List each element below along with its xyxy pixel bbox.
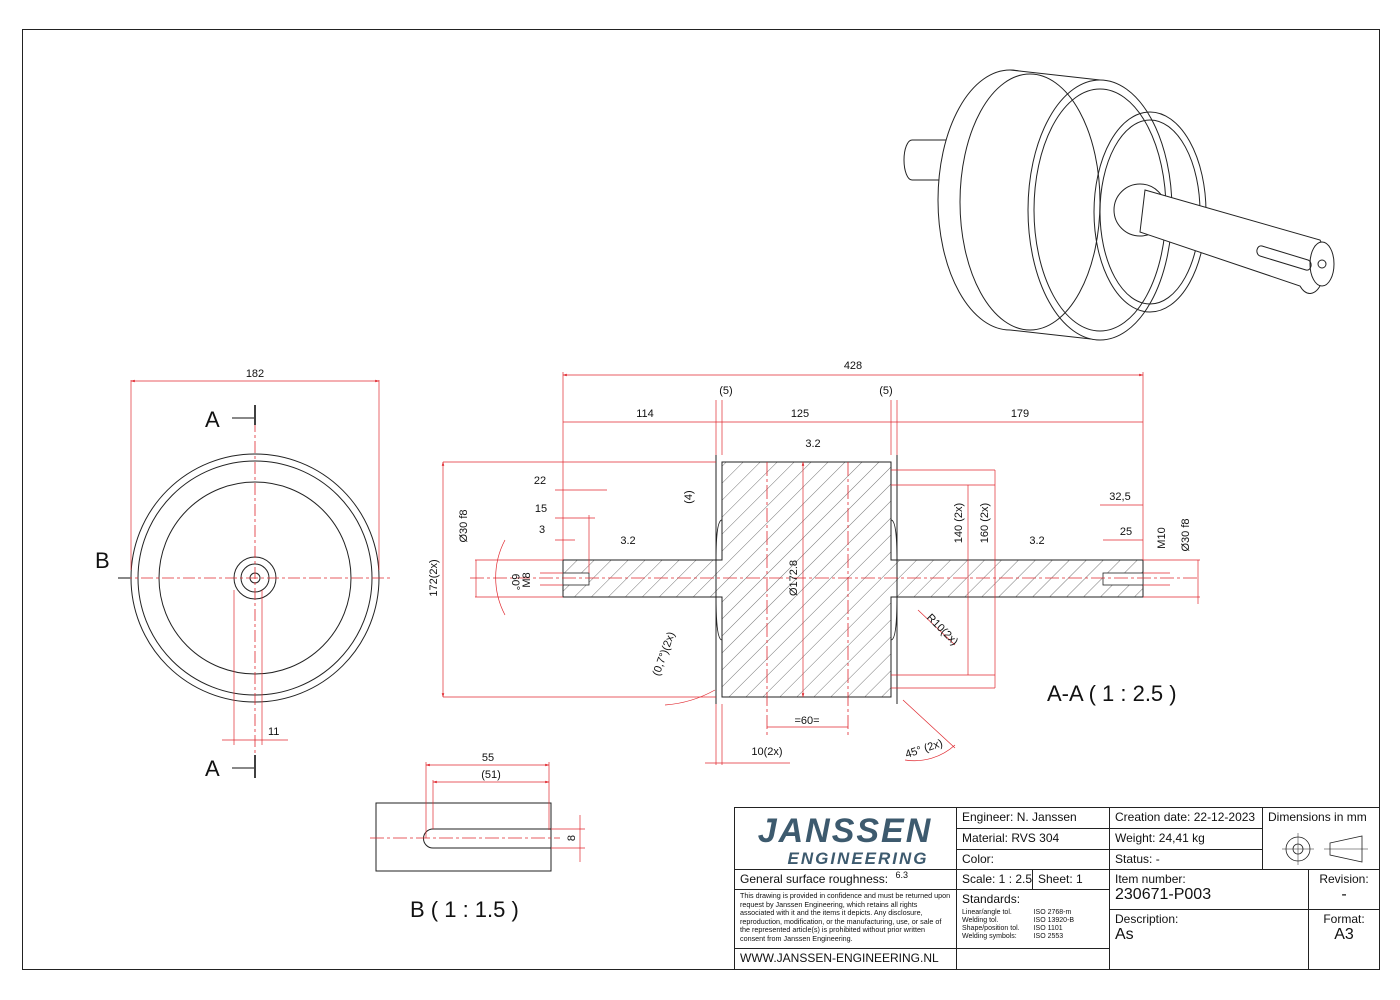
dim-60: =60= [794,715,819,727]
dim-thread-m8: M8 [521,572,533,587]
revision-value: - [1341,886,1347,903]
dim-seg-114: 114 [636,408,654,420]
dim-taper: (0,7°)(2x) [651,630,678,677]
logo-line1: JANSSEN [758,812,933,850]
color-field: Color: [957,850,1110,870]
dim-front-overall: 182 [246,368,264,380]
dim-22: 22 [534,475,546,487]
company-logo: JANSSEN ENGINEERING [735,808,957,870]
dim-shaft-dia-left: Ø30 f8 [458,509,470,542]
format-label: Format: [1323,912,1365,926]
cut-label-a-bottom: A [205,756,220,781]
weight-field: Weight: 24,41 kg [1110,829,1263,850]
logo-graphic: JANSSEN ENGINEERING [758,812,933,868]
dim-160: 160 (2x) [979,503,991,543]
projection-symbol [1263,829,1379,870]
dim-15: 15 [535,503,547,515]
dim-overall-length: 428 [844,360,862,372]
revision-label: Revision: [1319,872,1369,886]
standard-row: Linear/angle tol.ISO 2768-m [962,909,1072,916]
dim-front-11: 11 [268,726,279,738]
description-cell: Description: As [1110,910,1309,969]
title-block: JANSSEN ENGINEERING Engineer: N. Janssen… [734,807,1380,970]
surface-roughness-row: General surface roughness: 6.3 [735,870,957,890]
dim-seg-125: 125 [791,408,809,420]
dim-140: 140 (2x) [953,503,965,543]
cut-label-a-top: A [205,407,220,432]
confidentiality-notice: This drawing is provided in confidence a… [735,890,957,949]
empty-cell [957,949,1110,969]
cut-label-b: B [95,548,110,573]
dim-chamfer: 45° (2x) [904,737,944,760]
dim-10: 10(2x) [751,746,782,758]
surface-roughness-label: General surface roughness: [740,872,889,886]
dim-key-8: 8 [566,835,578,841]
dim-key-55: 55 [482,752,494,764]
revision-cell: Revision: - [1309,870,1379,910]
dim-height-172: 172(2x) [428,559,440,596]
dim-angle-60: 60° [509,574,521,591]
dim-key-51: (51) [481,769,501,781]
description-value: As [1115,926,1134,943]
engineer-field: Engineer: N. Janssen [957,808,1110,829]
dim-thread-m10: M10 [1156,527,1168,548]
roughness-value: 6.3 [895,870,908,880]
standards-label: Standards: [962,892,1021,906]
roughness-mark-1: 3.2 [620,535,635,547]
standard-row: Shape/position tol.ISO 1101 [962,925,1063,932]
dimensions-unit: Dimensions in mm [1268,810,1367,824]
website-link[interactable]: WWW.JANSSEN-ENGINEERING.NL [735,949,957,969]
standard-row: Welding symbols:ISO 2553 [962,933,1064,940]
material-field: Material: RVS 304 [957,829,1110,850]
sheet-field: Sheet: 1 [1033,870,1110,890]
front-view [118,379,390,778]
dim-radius: R10(2x) [924,612,960,648]
roughness-mark-2: 3.2 [805,438,820,450]
dim-3: 3 [539,524,545,536]
dim-drum-dia: Ø172.8 [788,560,800,596]
dim-seg-179: 179 [1011,408,1029,420]
first-angle-projection-icon [1282,833,1368,865]
logo-line2: ENGINEERING [787,849,928,866]
format-cell: Format: A3 [1309,910,1379,969]
detail-view [370,762,585,872]
standards-cell: Standards: Linear/angle tol.ISO 2768-m W… [957,890,1110,949]
item-number-label: Item number: [1115,872,1186,886]
isometric-view [903,69,1335,341]
item-number-value: 230671-P003 [1115,886,1212,903]
creation-date-field: Creation date: 22-12-2023 [1110,808,1263,829]
standards-table: Linear/angle tol.ISO 2768-m Welding tol.… [962,909,1074,941]
detail-label: B ( 1 : 1.5 ) [410,897,519,922]
description-label: Description: [1115,912,1179,926]
dim-32-5: 32,5 [1109,491,1130,503]
section-label: A-A ( 1 : 2.5 ) [1047,681,1177,706]
standard-row: Welding tol.ISO 13920-B [962,917,1075,924]
dim-25: 25 [1120,526,1132,538]
item-number-cell: Item number: 230671-P003 [1110,870,1309,910]
dim-4: (4) [683,490,695,503]
section-dimension-lines [441,372,1200,765]
drawing-frame [22,29,1380,970]
dim-seg-5b: (5) [879,385,892,397]
scale-field: Scale: 1 : 2.5 [957,870,1033,890]
dim-seg-5a: (5) [719,385,732,397]
status-field: Status: - [1110,850,1263,870]
format-value: A3 [1334,926,1354,943]
roughness-mark-3: 3.2 [1029,535,1044,547]
dim-shaft-dia-right: Ø30 f8 [1180,518,1192,551]
